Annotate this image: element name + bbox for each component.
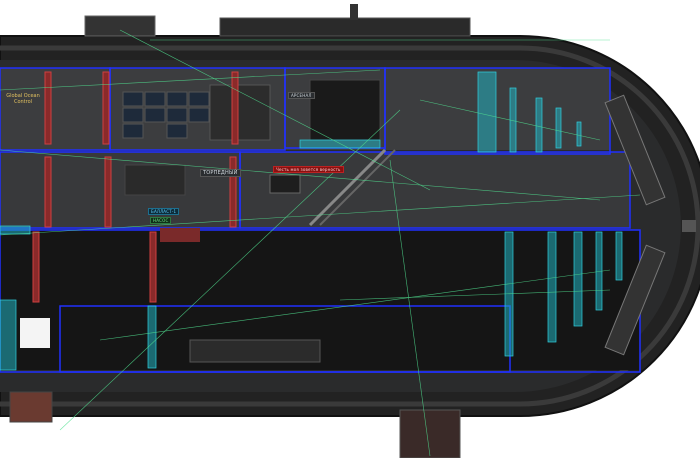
hull-rim <box>0 45 700 407</box>
motto-sign: Честь моя зовется верность <box>273 166 344 173</box>
ballast-label: БАЛЛАСТ-1 <box>148 208 180 215</box>
poster: Global Ocean Control <box>6 93 40 105</box>
wires <box>0 29 641 457</box>
doors <box>32 71 239 303</box>
room-label-armory: АРСЕНАЛ <box>288 92 315 99</box>
room-outlines <box>0 67 641 373</box>
side-pods <box>604 94 666 356</box>
pump-label: НАСОС <box>150 217 172 224</box>
room-label-torpedo: ТОРПЕДНЫЙ <box>200 169 241 177</box>
